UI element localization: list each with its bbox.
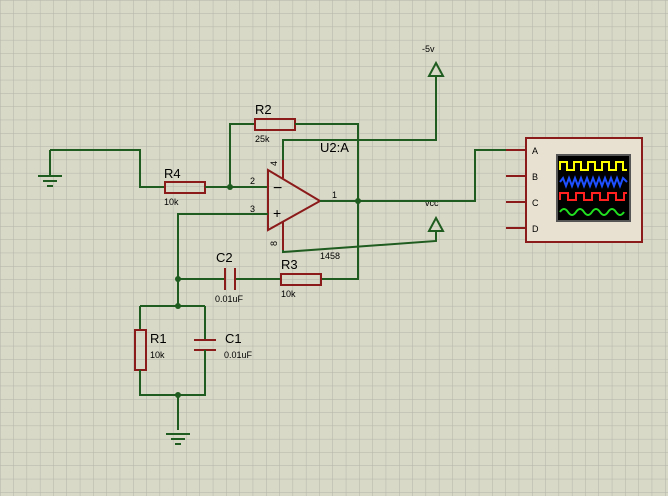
scope-trace-a	[559, 161, 627, 171]
r3-label: R3	[281, 257, 298, 272]
scope-trace-d	[559, 208, 625, 216]
wire-r1-c1-bottom	[139, 350, 206, 430]
r2-value: 25k	[255, 134, 270, 144]
pin-inverting-number: 2	[250, 176, 255, 186]
wire-vplus-supply	[282, 76, 437, 160]
opamp-part-number: 1458	[320, 251, 340, 261]
junction-r1-c1-bottom	[175, 392, 181, 398]
scope-channel-b: B	[532, 172, 538, 182]
wire-ground-to-r4	[50, 149, 165, 188]
pin-output-number: 1	[332, 190, 337, 200]
resistor-r3[interactable]: R3 10k	[280, 257, 322, 299]
junction-output	[355, 198, 361, 204]
r1-label: R1	[150, 331, 167, 346]
wire-r1-c1-top	[139, 279, 206, 340]
scope-trace-b	[559, 175, 628, 189]
scope-channel-d: D	[532, 224, 539, 234]
bottom-ground-symbol[interactable]	[166, 433, 190, 445]
junction-inverting	[227, 184, 233, 190]
pos-supply-label: vcc	[425, 198, 439, 208]
scope-channel-a: A	[532, 146, 538, 156]
opamp-minus-sign: −	[273, 180, 282, 197]
c2-value: 0.01uF	[215, 294, 244, 304]
r4-label: R4	[164, 166, 181, 181]
r3-value: 10k	[281, 289, 296, 299]
c2-label: C2	[216, 250, 233, 265]
scope-trace-c	[559, 192, 627, 201]
resistor-r4[interactable]: R4 10k	[164, 166, 206, 207]
c1-label: C1	[225, 331, 242, 346]
r4-value: 10k	[164, 197, 179, 207]
wire-output	[320, 149, 526, 202]
positive-supply-terminal[interactable]: vcc	[425, 198, 445, 232]
opamp-plus-sign: +	[273, 205, 281, 221]
pin-vminus-number: 8	[269, 241, 279, 246]
negative-supply-terminal[interactable]: -5v	[422, 44, 445, 77]
opamp-label: U2:A	[320, 140, 349, 155]
scope-channel-c: C	[532, 198, 539, 208]
wire-vminus-supply	[282, 231, 437, 254]
opamp-u2a[interactable]: − + U2:A 1458 2 3 1 4 8	[250, 140, 349, 261]
neg-supply-label: -5v	[422, 44, 435, 54]
wire-r4-to-inverting	[205, 123, 255, 188]
junction-r1-c1-top	[175, 303, 181, 309]
r1-value: 10k	[150, 350, 165, 360]
c1-value: 0.01uF	[224, 350, 253, 360]
pin-vplus-number: 4	[269, 161, 279, 166]
wire-noninverting	[177, 213, 268, 279]
oscilloscope[interactable]: A B C D	[506, 137, 643, 243]
pin-noninverting-number: 3	[250, 204, 255, 214]
r2-label: R2	[255, 102, 272, 117]
capacitor-c2[interactable]: C2 0.01uF	[215, 250, 244, 304]
input-ground-symbol[interactable]	[38, 150, 62, 187]
